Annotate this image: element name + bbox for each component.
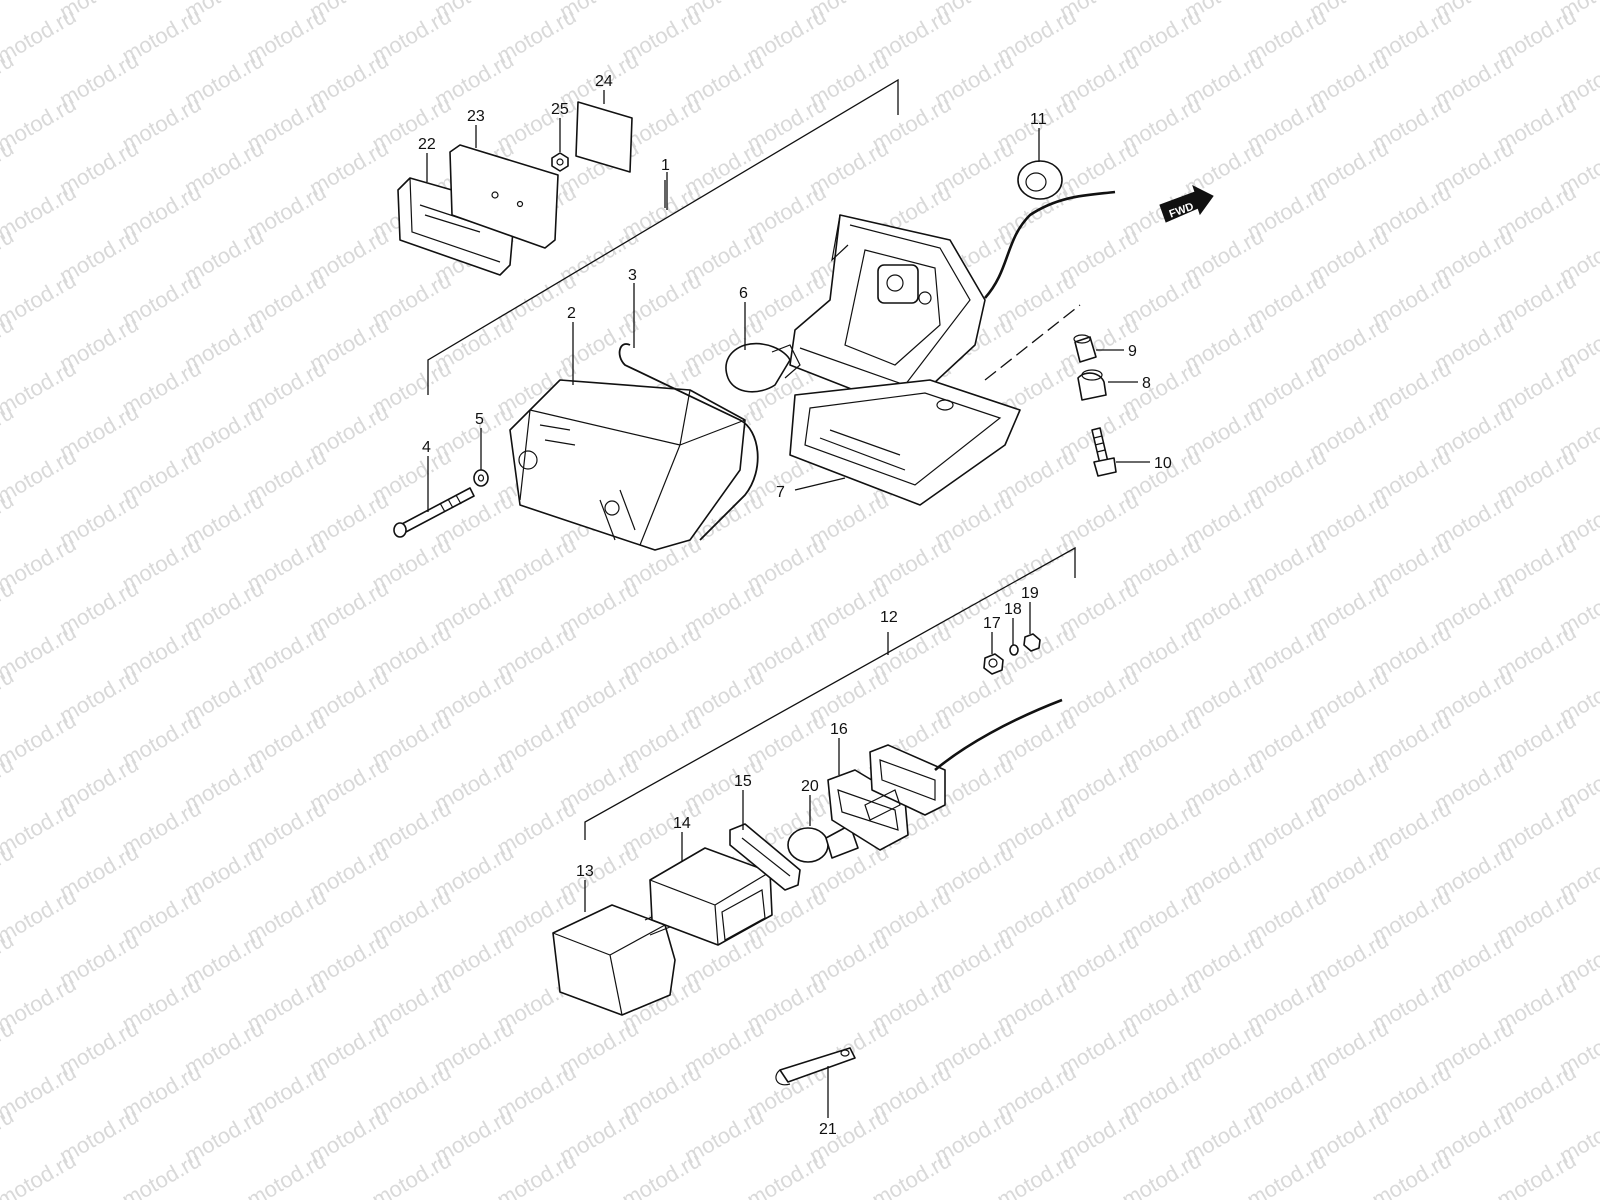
part-24-sticker xyxy=(575,101,633,173)
callout-24: 24 xyxy=(595,73,613,90)
callout-6: 6 xyxy=(739,285,748,302)
part-6-bulb xyxy=(725,342,801,393)
watermark-text: motod.ru xyxy=(430,1191,518,1200)
watermark-text: motod.ru xyxy=(0,1059,80,1124)
callout-20: 20 xyxy=(801,778,819,795)
watermark-text: motod.ru xyxy=(805,1191,893,1200)
part-5-washer xyxy=(473,469,489,487)
watermark-text: motod.ru xyxy=(0,795,80,860)
watermark-text: motod.ru xyxy=(0,1147,80,1200)
callout-labels: 1 2 3 4 5 6 7 8 9 10 11 12 13 14 15 16 1… xyxy=(418,73,1172,1138)
callout-12: 12 xyxy=(880,609,898,626)
part-1-housing xyxy=(789,214,986,411)
callout-16: 16 xyxy=(830,721,848,738)
part-21-clamp xyxy=(775,1047,856,1086)
watermark-text: motod.ru xyxy=(555,1191,643,1200)
watermark-text: motod.ru xyxy=(1555,1191,1600,1200)
callout-4: 4 xyxy=(422,439,431,456)
watermark-text: motod.ru xyxy=(0,179,80,244)
part-20-bulb xyxy=(787,824,859,863)
part-2-lens xyxy=(509,379,746,551)
part-7-gasket xyxy=(789,379,1021,506)
callout-2: 2 xyxy=(567,305,576,322)
watermark-text: motod.ru xyxy=(0,883,80,948)
leader-lines xyxy=(426,90,1150,1118)
watermark-text: motod.ru xyxy=(0,0,18,24)
callout-8: 8 xyxy=(1142,375,1151,392)
part-16-socket xyxy=(827,744,946,851)
callout-11: 11 xyxy=(1030,111,1047,128)
part-25-nut xyxy=(551,152,569,172)
part-11-grommet xyxy=(1017,160,1063,200)
callout-7: 7 xyxy=(776,484,785,501)
callout-13: 13 xyxy=(576,863,594,880)
watermark-text: motod.ru xyxy=(0,531,80,596)
part-19-nut xyxy=(1023,633,1041,652)
callout-18: 18 xyxy=(1004,601,1022,618)
part-17-nut xyxy=(983,653,1004,675)
part-18-washer xyxy=(1009,644,1019,656)
callout-5: 5 xyxy=(475,411,484,428)
part-15-gasket xyxy=(729,823,801,891)
part-12-wire xyxy=(934,698,1063,771)
watermark-text: motod.ru xyxy=(680,1191,768,1200)
watermark-text: motod.ru xyxy=(0,91,80,156)
watermark-text: motod.ru xyxy=(1305,1191,1393,1200)
watermark-text: motod.ru xyxy=(180,1191,268,1200)
watermark-text: motod.ru xyxy=(55,1191,143,1200)
watermark-text: motod.ru xyxy=(0,267,80,332)
part-3-lens-gasket xyxy=(618,343,759,541)
watermark-text: motod.ru xyxy=(1055,1191,1143,1200)
callout-22: 22 xyxy=(418,136,436,153)
watermark-text: motod.ru xyxy=(930,1191,1018,1200)
watermark-text: motod.ru xyxy=(0,971,80,1036)
callout-10: 10 xyxy=(1154,455,1172,472)
watermark-text: motod.ru xyxy=(1430,1191,1518,1200)
watermark-text: motod.ru xyxy=(0,443,80,508)
part-1-wire xyxy=(984,190,1116,299)
callout-21: 21 xyxy=(819,1121,837,1138)
assembly-1-bracket xyxy=(427,78,899,395)
part-10-bolt xyxy=(1091,427,1117,477)
callout-9: 9 xyxy=(1128,343,1137,360)
watermark-text: motod.ru xyxy=(0,619,80,684)
part-9-spacer xyxy=(1073,334,1097,363)
part-4-screw xyxy=(393,487,475,538)
callout-1: 1 xyxy=(661,157,670,174)
part-14-housing xyxy=(649,847,773,946)
callout-23: 23 xyxy=(467,108,485,125)
watermark-text: motod.ru xyxy=(305,1191,393,1200)
watermark-text: motod.ru xyxy=(0,707,80,772)
watermark-text: motod.ru xyxy=(0,355,80,420)
watermark-text: motod.ru xyxy=(0,3,80,68)
callout-15: 15 xyxy=(734,773,752,790)
callout-25: 25 xyxy=(551,101,569,118)
part-23-base-plate xyxy=(449,144,559,249)
callout-17: 17 xyxy=(983,615,1001,632)
alignment-guide xyxy=(984,304,1081,381)
callout-3: 3 xyxy=(628,267,637,284)
part-8-cap-nut xyxy=(1077,369,1107,401)
watermark-text: motod.ru xyxy=(1180,1191,1268,1200)
assembly-12-bracket xyxy=(584,546,1076,840)
callout-19: 19 xyxy=(1021,585,1039,602)
callout-14: 14 xyxy=(673,815,691,832)
